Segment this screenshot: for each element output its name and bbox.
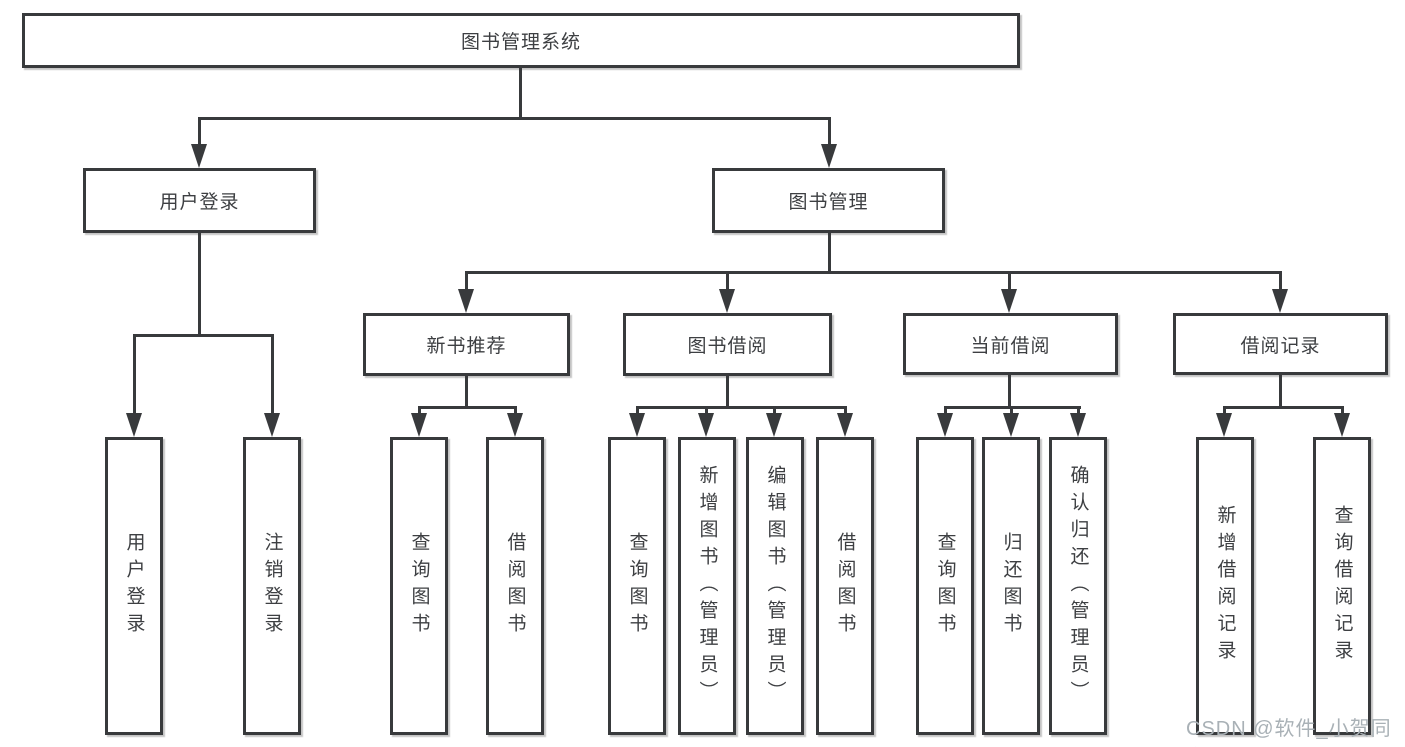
leaf-user-login-label: 用户登录 <box>123 532 145 640</box>
arrow-down-icon <box>1001 289 1017 313</box>
arrow-down-icon <box>1334 413 1350 437</box>
leaf-query-books-borrow-label: 查询图书 <box>626 532 648 640</box>
leaf-return-books-label: 归还图书 <box>1000 532 1022 640</box>
node-book-borrow: 图书借阅 <box>623 313 832 376</box>
node-book-management-label: 图书管理 <box>788 192 869 213</box>
leaf-return-books: 归还图书 <box>982 437 1040 735</box>
node-current-borrow-label: 当前借阅 <box>970 335 1051 357</box>
leaf-query-books-current-label: 查询图书 <box>934 532 956 640</box>
leaf-add-books-admin-label: 新增图书（管理员） <box>696 464 718 708</box>
leaf-query-books-borrow: 查询图书 <box>608 437 666 735</box>
leaf-edit-books-admin-label: 编辑图书（管理员） <box>764 464 786 708</box>
leaf-add-borrow-record-label: 新增借阅记录 <box>1214 505 1236 667</box>
connector-line <box>726 272 729 291</box>
arrow-down-icon <box>411 413 427 437</box>
node-current-borrow: 当前借阅 <box>903 313 1118 375</box>
connector-line <box>198 118 201 146</box>
leaf-logout-label: 注销登录 <box>261 532 283 640</box>
connector-line <box>514 407 517 417</box>
connector-line <box>465 272 468 291</box>
arrow-down-icon <box>821 144 837 168</box>
connector-line <box>271 335 274 415</box>
arrow-down-icon <box>191 144 207 168</box>
connector-line <box>1008 375 1011 408</box>
node-user-login-label: 用户登录 <box>159 192 240 213</box>
leaf-query-books-current: 查询图书 <box>916 437 974 735</box>
connector-line <box>519 68 522 118</box>
connector-line <box>465 271 1282 274</box>
connector-line <box>828 233 831 274</box>
node-borrow-record: 借阅记录 <box>1173 313 1388 375</box>
connector-line <box>773 407 776 417</box>
arrow-down-icon <box>507 413 523 437</box>
connector-line <box>133 334 274 337</box>
arrow-down-icon <box>837 413 853 437</box>
node-book-management: 图书管理 <box>712 168 945 233</box>
arrow-down-icon <box>719 289 735 313</box>
connector-line <box>198 233 201 337</box>
arrow-down-icon <box>1003 413 1019 437</box>
leaf-user-login: 用户登录 <box>105 437 163 735</box>
node-user-login: 用户登录 <box>83 168 316 233</box>
leaf-add-borrow-record: 新增借阅记录 <box>1196 437 1254 735</box>
connector-line <box>1223 406 1344 409</box>
connector-line <box>828 118 831 146</box>
arrow-down-icon <box>629 413 645 437</box>
connector-line <box>418 407 421 417</box>
node-new-book-recommend-label: 新书推荐 <box>426 336 507 357</box>
connector-line <box>198 117 831 120</box>
connector-line <box>636 407 639 417</box>
node-root-label: 图书管理系统 <box>460 32 581 53</box>
node-new-book-recommend: 新书推荐 <box>363 313 570 376</box>
leaf-borrow-books-recommend: 借阅图书 <box>486 437 544 735</box>
arrow-down-icon <box>264 413 280 437</box>
node-root: 图书管理系统 <box>22 13 1020 68</box>
leaf-logout: 注销登录 <box>243 437 301 735</box>
connector-line <box>1279 375 1282 408</box>
connector-line <box>418 406 517 409</box>
csdn-watermark: CSDN @软件_小贺同学 <box>1186 718 1392 740</box>
arrow-down-icon <box>1216 413 1232 437</box>
node-borrow-record-label: 借阅记录 <box>1240 335 1321 357</box>
leaf-query-books-recommend-label: 查询图书 <box>408 532 430 640</box>
leaf-borrow-books-label: 借阅图书 <box>834 532 856 640</box>
connector-line <box>705 407 708 417</box>
leaf-confirm-return-admin: 确认归还（管理员） <box>1049 437 1107 735</box>
leaf-query-borrow-record-label: 查询借阅记录 <box>1331 505 1353 667</box>
leaf-borrow-books-recommend-label: 借阅图书 <box>504 532 526 640</box>
connector-line <box>726 376 729 408</box>
leaf-borrow-books: 借阅图书 <box>816 437 874 735</box>
leaf-confirm-return-admin-label: 确认归还（管理员） <box>1067 464 1089 708</box>
connector-line <box>844 407 847 417</box>
leaf-query-books-recommend: 查询图书 <box>390 437 448 735</box>
leaf-add-books-admin: 新增图书（管理员） <box>678 437 736 735</box>
node-book-borrow-label: 图书借阅 <box>687 336 768 357</box>
leaf-edit-books-admin: 编辑图书（管理员） <box>746 437 804 735</box>
arrow-down-icon <box>766 413 782 437</box>
connector-line <box>1341 407 1344 417</box>
connector-line <box>465 376 468 408</box>
arrow-down-icon <box>1272 289 1288 313</box>
connector-line <box>636 406 847 409</box>
connector-line <box>1077 407 1080 417</box>
arrow-down-icon <box>1070 413 1086 437</box>
connector-line <box>1279 272 1282 291</box>
connector-line <box>1010 407 1013 417</box>
arrow-down-icon <box>698 413 714 437</box>
arrow-down-icon <box>937 413 953 437</box>
connector-line <box>944 407 947 417</box>
leaf-query-borrow-record: 查询借阅记录 <box>1313 437 1371 735</box>
arrow-down-icon <box>458 289 474 313</box>
connector-line <box>133 335 136 415</box>
arrow-down-icon <box>126 413 142 437</box>
connector-line <box>1223 407 1226 417</box>
connector-line <box>1008 272 1011 291</box>
